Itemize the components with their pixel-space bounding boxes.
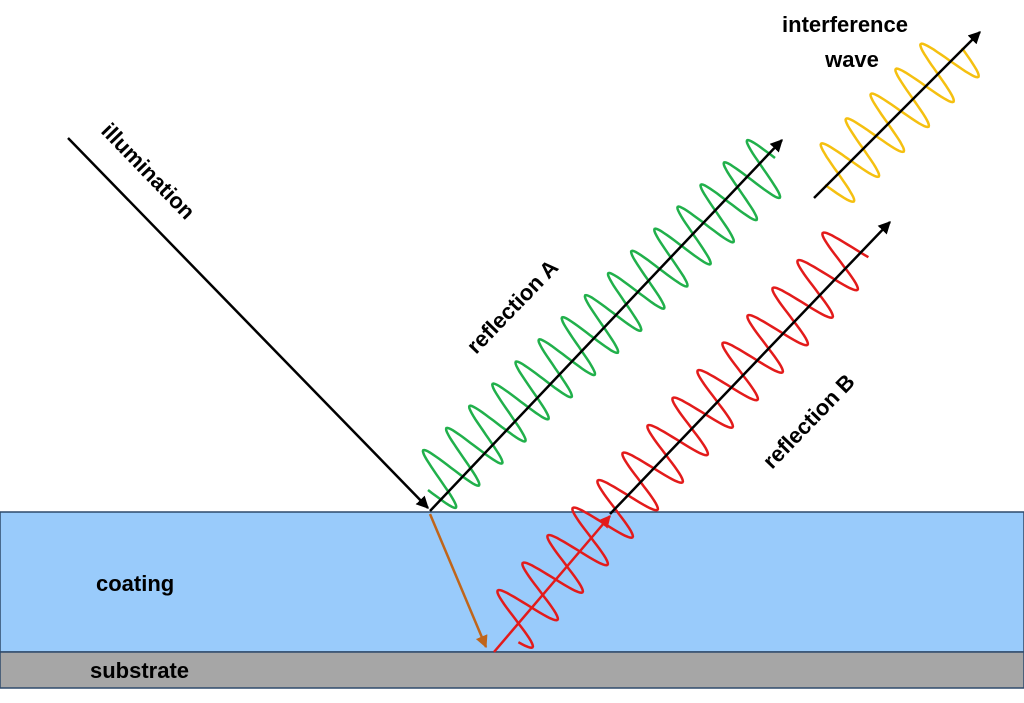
reflection-b-wave [496,231,870,649]
illumination-label: illumination [96,118,200,224]
substrate-layer [0,651,1024,689]
refracted-ray [428,513,488,649]
reflection-b-label: reflection B [758,369,860,473]
reflection-b-internal-ray [493,515,611,653]
reflection-b-ray [609,221,891,515]
illumination-ray [67,137,429,509]
interference-wave-curve [819,42,980,203]
reflection-a-wave [421,138,782,510]
coating-layer [0,511,1024,653]
interference-label-line1: interference [782,12,908,37]
coating-label: coating [96,571,174,596]
reflection-a-ray [429,139,783,512]
interference-label-line2: wave [824,47,879,72]
substrate-label: substrate [90,658,189,683]
interference-ray [813,31,981,199]
